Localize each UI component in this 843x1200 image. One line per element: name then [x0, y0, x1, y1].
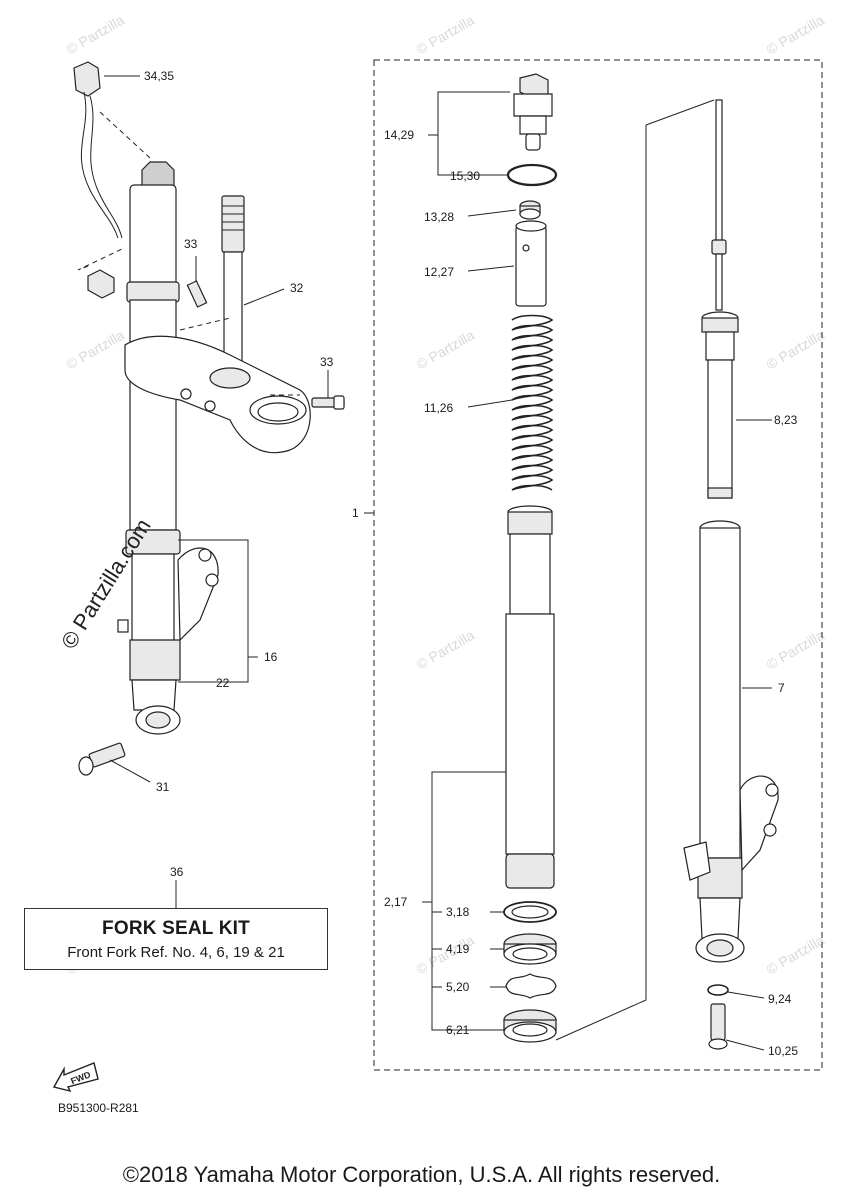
part-o-ring-15-30	[506, 163, 558, 187]
callout-11-26: 11,26	[424, 401, 453, 415]
diagram-code: B951300-R281	[58, 1101, 139, 1115]
callout-31: 31	[156, 780, 170, 794]
part-outer-tube-7	[683, 520, 779, 963]
callout-14-29: 14,29	[384, 128, 414, 142]
fork-seal-kit-box: FORK SEAL KIT Front Fork Ref. No. 4, 6, …	[24, 908, 328, 970]
svg-text:© Partzilla: © Partzilla	[764, 627, 828, 673]
callout-3-18: 3,18	[446, 905, 470, 919]
callout-9-24: 9,24	[768, 992, 792, 1006]
part-bolt-33-right	[311, 395, 345, 410]
part-spacer-12-27	[515, 220, 547, 307]
part-inner-tube	[505, 505, 555, 889]
part-steering-stem-32	[221, 195, 245, 373]
part-sensor-34-35	[73, 61, 151, 299]
part-lower-fork-leg	[117, 547, 219, 735]
part-oil-seal-4-19	[503, 933, 557, 965]
svg-text:© Partzilla: © Partzilla	[64, 12, 128, 58]
svg-text:© Partzilla: © Partzilla	[764, 327, 828, 373]
kit-title: FORK SEAL KIT	[102, 918, 250, 939]
part-bolt-33-upper	[186, 280, 208, 308]
svg-text:© Partzilla: © Partzilla	[414, 627, 478, 673]
callout-5-20: 5,20	[446, 980, 470, 994]
callout-36: 36	[170, 865, 184, 879]
part-dust-seal-6-21	[503, 1009, 557, 1043]
kit-subtitle: Front Fork Ref. No. 4, 6, 19 & 21	[67, 944, 285, 961]
callout-6-21: 6,21	[446, 1023, 470, 1037]
part-dust-seal-3-18	[503, 901, 557, 923]
callout-33-upper: 33	[184, 237, 198, 251]
part-bolt-10-25	[708, 1003, 728, 1050]
part-lower-bracket	[124, 317, 311, 454]
callout-8-23: 8,23	[774, 413, 798, 427]
callout-2-17: 2,17	[384, 895, 408, 909]
copyright-notice: ©2018 Yamaha Motor Corporation, U.S.A. A…	[122, 1162, 721, 1187]
left-fork-assembly: 34,35 33 32 33 16 22 31 36	[73, 61, 345, 908]
front-fork-exploded-assembly: 14,29 15,30 13,28 12,27 11,26 1 8,23 7 2…	[352, 59, 823, 1071]
callout-15-30: 15,30	[450, 169, 480, 183]
part-clip-5-20	[505, 973, 557, 999]
callout-16: 16	[264, 650, 278, 664]
svg-text:© Partzilla: © Partzilla	[414, 12, 478, 58]
svg-text:© Partzilla: © Partzilla	[414, 327, 478, 373]
callout-13-28: 13,28	[424, 210, 454, 224]
part-spring-11-26	[511, 314, 554, 491]
callout-33-right: 33	[320, 355, 334, 369]
callout-4-19: 4,19	[446, 942, 470, 956]
callout-12-27: 12,27	[424, 265, 454, 279]
svg-text:© Partzilla: © Partzilla	[764, 932, 828, 978]
part-upper-tube	[125, 161, 181, 645]
forward-arrow-icon: FWD	[52, 1062, 99, 1093]
callout-22: 22	[216, 676, 230, 690]
svg-text:© Partzilla: © Partzilla	[64, 327, 128, 373]
callout-10-25: 10,25	[768, 1044, 798, 1058]
callout-34-35: 34,35	[144, 69, 174, 83]
callout-1: 1	[352, 506, 359, 520]
part-washer-9-24	[707, 984, 729, 996]
part-damper-rod-8-23	[701, 99, 739, 499]
part-axle-bolt-31	[78, 742, 126, 776]
part-collar-13-28	[519, 200, 541, 220]
callout-32: 32	[290, 281, 304, 295]
callout-7: 7	[778, 681, 785, 695]
svg-text:© Partzilla: © Partzilla	[764, 12, 828, 58]
part-cap-bolt-14-29	[513, 73, 553, 151]
